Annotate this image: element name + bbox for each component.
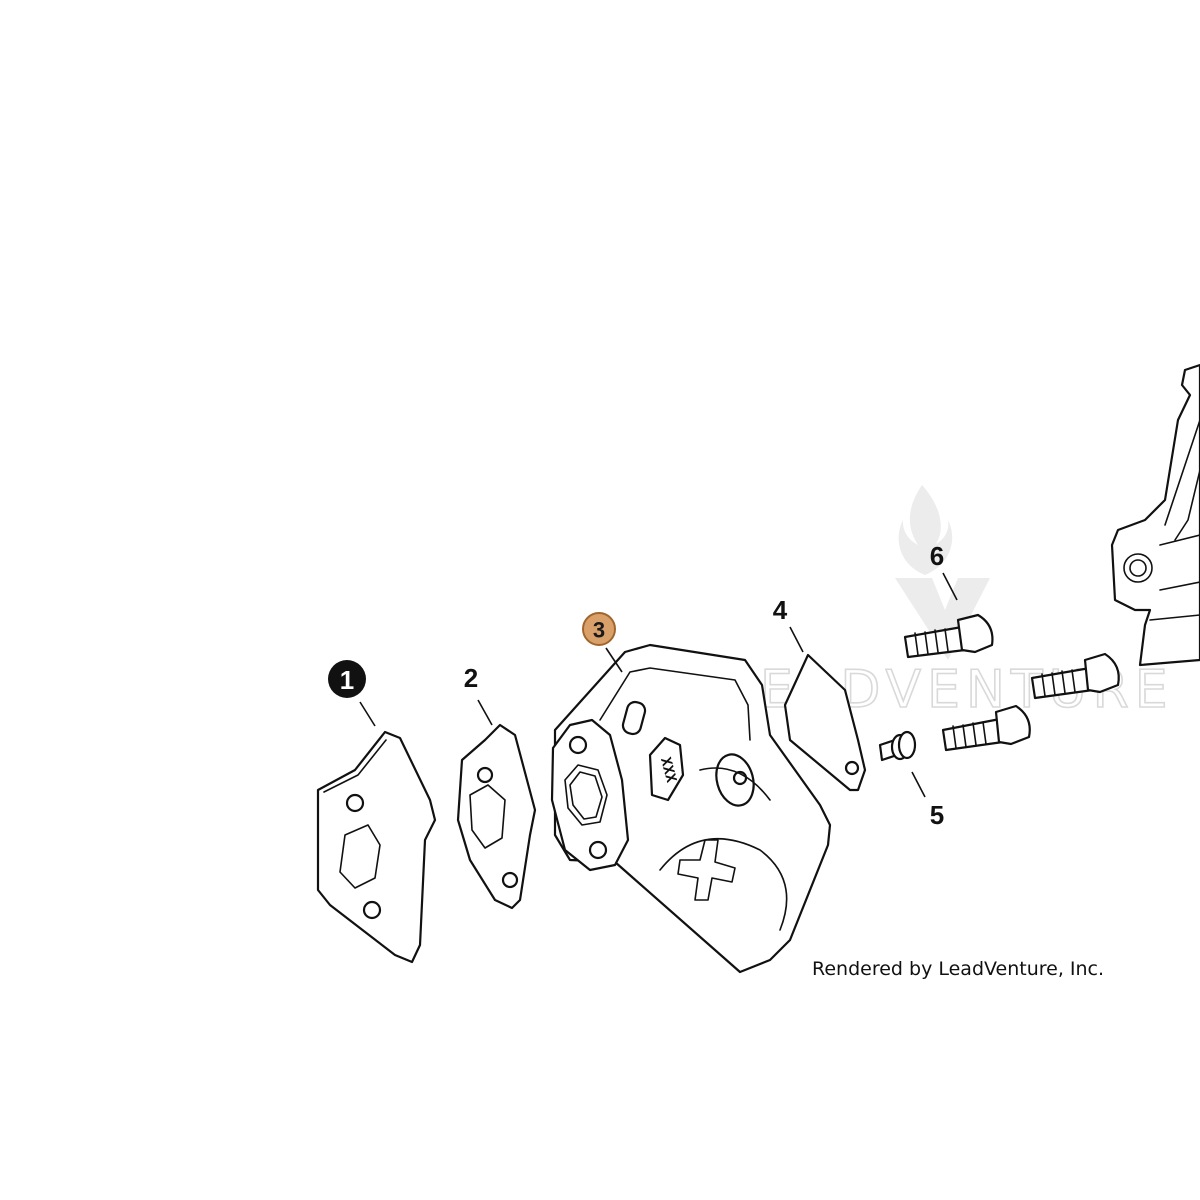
plate: [783, 653, 867, 792]
gasket-large: [316, 730, 437, 964]
leader-6: [942, 572, 958, 601]
leader-4: [789, 626, 804, 653]
flame-logo-icon: [898, 485, 953, 575]
render-credit: Rendered by LeadVenture, Inc.: [812, 958, 1104, 980]
v-logo-icon: [895, 578, 990, 660]
gasket-small: [456, 723, 537, 910]
callout-5-label: 5: [930, 800, 944, 830]
callout-1[interactable]: 1: [328, 660, 366, 698]
muffler: XXX: [550, 643, 832, 974]
callout-6[interactable]: 6: [930, 541, 944, 571]
bolt-lower: [941, 704, 1031, 752]
part-marking-text: XXX: [657, 756, 679, 785]
callout-3-badge: [582, 612, 616, 646]
leader-5: [911, 771, 926, 798]
bolt-middle: [1030, 652, 1120, 700]
callout-2-label: 2: [464, 663, 478, 693]
callout-6-label: 6: [930, 541, 944, 571]
callout-3[interactable]: 3: [582, 612, 616, 646]
bolt-upper: [903, 613, 994, 659]
leader-1: [359, 701, 376, 727]
callout-3-label: 3: [593, 618, 605, 643]
leader-2: [477, 699, 493, 726]
callout-5[interactable]: 5: [930, 800, 944, 830]
callout-1-label: 1: [340, 665, 354, 695]
callout-4[interactable]: 4: [773, 595, 788, 625]
small-bolt: [878, 730, 917, 762]
leader-3: [605, 647, 623, 673]
callout-2[interactable]: 2: [464, 663, 478, 693]
engine-block: [1110, 363, 1200, 667]
callout-1-badge: [328, 660, 366, 698]
callout-4-label: 4: [773, 595, 788, 625]
